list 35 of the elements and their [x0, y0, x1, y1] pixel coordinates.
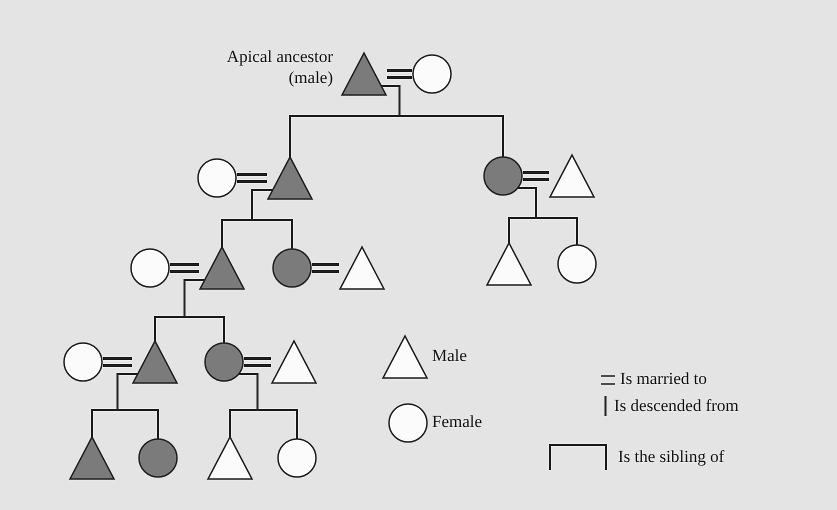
shaded-female-circle	[272, 248, 312, 288]
marriage-sign	[312, 263, 339, 273]
marriage-sign	[103, 357, 132, 367]
marriage-sign	[170, 263, 199, 273]
female-circle	[557, 244, 597, 284]
female-circle	[412, 54, 452, 94]
female-circle	[277, 438, 317, 478]
descent-line	[116, 373, 159, 439]
legend-label: Is married to	[620, 369, 707, 389]
legend-label: Is descended from	[614, 396, 739, 416]
female-circle	[197, 158, 237, 198]
node-caption: Apical ancestor (male)	[226, 46, 333, 88]
marriage-sign	[523, 171, 549, 181]
female-circle	[130, 248, 170, 288]
shaded-male-triangle	[199, 246, 245, 290]
shaded-male-triangle	[69, 436, 115, 480]
legend-label: Female	[432, 412, 482, 432]
male-triangle	[271, 340, 317, 384]
legend-label: Is the sibling of	[618, 447, 724, 467]
shaded-female-circle	[204, 342, 244, 382]
legend-label: Male	[432, 346, 467, 366]
male-triangle	[339, 246, 385, 290]
marriage-sign	[237, 173, 267, 183]
shaded-female-circle	[483, 156, 523, 196]
male-triangle	[207, 436, 253, 480]
female-circle	[63, 342, 103, 382]
shaded-male-triangle	[132, 340, 178, 384]
male-triangle	[486, 242, 532, 286]
shaded-male-triangle	[267, 156, 313, 200]
male-triangle	[549, 154, 595, 198]
shaded-female-circle	[138, 438, 178, 478]
marriage-sign	[387, 69, 412, 79]
descent-line	[251, 189, 293, 249]
shaded-male-triangle	[341, 52, 387, 96]
marriage-sign	[244, 357, 271, 367]
